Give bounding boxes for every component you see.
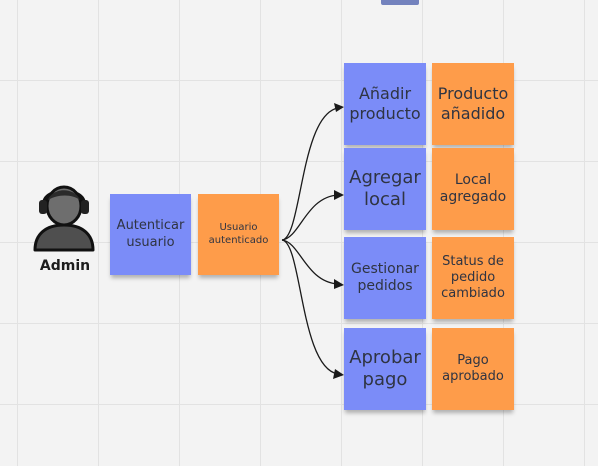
note-text: Status de pedido cambiado xyxy=(441,253,505,302)
note-local-agregado[interactable]: Local agregado xyxy=(432,148,514,230)
note-aprobar-pago[interactable]: Aprobar pago xyxy=(344,328,426,410)
note-agregar-local[interactable]: Agregar local xyxy=(344,148,426,230)
note-text: Pago aprobado xyxy=(442,352,504,384)
note-producto-anadido[interactable]: Producto añadido xyxy=(432,63,514,145)
arrowhead-icon xyxy=(333,369,344,379)
note-pago-aprobado[interactable]: Pago aprobado xyxy=(432,328,514,410)
connector-to-aprobar-pago xyxy=(281,239,339,375)
note-text: Agregar local xyxy=(349,166,421,211)
offscreen-note-edge[interactable] xyxy=(381,0,419,5)
note-text: Aprobar pago xyxy=(349,346,421,391)
note-text: Local agregado xyxy=(439,171,507,206)
note-usuario-autenticado[interactable]: Usuario autenticado xyxy=(198,194,279,275)
arrowhead-icon xyxy=(334,103,344,112)
connector-to-anadir-producto xyxy=(281,107,339,241)
arrowhead-icon xyxy=(334,279,344,289)
connector-to-gestionar-pedidos xyxy=(281,239,339,285)
arrowhead-icon xyxy=(334,190,344,200)
note-text: Autenticar usuario xyxy=(116,218,185,250)
note-autenticar-usuario[interactable]: Autenticar usuario xyxy=(110,194,191,275)
note-status-pedido-cambiado[interactable]: Status de pedido cambiado xyxy=(432,237,514,319)
note-anadir-producto[interactable]: Añadir producto xyxy=(344,63,426,145)
connector-to-agregar-local xyxy=(281,194,339,241)
user-avatar-icon[interactable] xyxy=(32,176,96,254)
actor-label: Admin xyxy=(39,258,91,274)
note-text: Producto añadido xyxy=(437,84,509,123)
note-gestionar-pedidos[interactable]: Gestionar pedidos xyxy=(344,237,426,319)
note-text: Gestionar pedidos xyxy=(351,260,419,295)
note-text: Añadir producto xyxy=(349,84,421,123)
note-text: Usuario autenticado xyxy=(208,222,269,246)
